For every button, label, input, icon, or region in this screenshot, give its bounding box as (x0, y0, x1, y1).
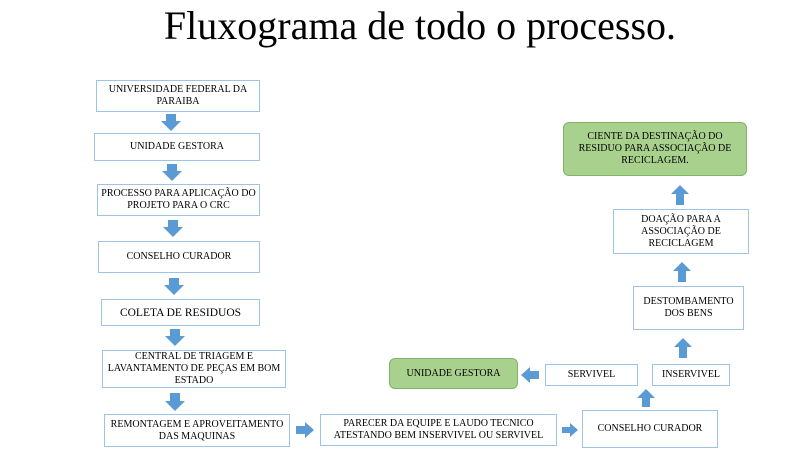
node-unidade-gestora-1-label: UNIDADE GESTORA (130, 141, 224, 152)
node-unidade-gestora-2: UNIDADE GESTORA (389, 358, 518, 389)
node-coleta-label: COLETA DE RESIDUOS (119, 306, 242, 319)
arrow-up-icon (637, 389, 655, 407)
arrow-down-icon (165, 329, 185, 346)
node-servivel: SERVIVEL (545, 364, 638, 386)
node-ciente: CIENTE DA DESTINAÇÃO DO RESIDUO PARA ASS… (563, 122, 747, 176)
arrow-down-icon (163, 220, 183, 237)
arrow-down-icon (165, 393, 185, 411)
arrow-down-icon (162, 164, 182, 181)
node-ciente-label: CIENTE DA DESTINAÇÃO DO RESIDUO PARA ASS… (578, 131, 732, 166)
node-unidade-gestora-2-label: UNIDADE GESTORA (406, 367, 501, 379)
node-conselho-curador-1: CONSELHO CURADOR (98, 241, 260, 273)
arrow-right-icon (296, 422, 314, 438)
arrow-down-icon (161, 114, 181, 131)
node-parecer: PARECER DA EQUIPE E LAUDO TECNICO ATESTA… (320, 414, 557, 446)
page-title: Fluxograma de todo o processo. (163, 3, 677, 48)
node-destombamento: DESTOMBAMENTO DOS BENS (633, 286, 744, 330)
arrow-up-icon (673, 262, 691, 282)
node-conselho-curador-2: CONSELHO CURADOR (582, 410, 718, 448)
node-universidade: UNIVERSIDADE FEDERAL DA PARAIBA (96, 80, 260, 112)
node-parecer-label: PARECER DA EQUIPE E LAUDO TECNICO ATESTA… (333, 418, 544, 441)
arrow-up-icon (674, 338, 692, 358)
node-doacao-label: DOAÇÃO PARA A ASSOCIAÇÃO DE RECICLAGEM (641, 213, 721, 249)
node-processo-label: PROCESSO PARA APLICAÇÃO DO PROJETO PARA … (101, 188, 256, 211)
node-remontagem-label: REMONTAGEM E APROVEITAMENTO DAS MAQUINAS (110, 418, 284, 442)
node-processo: PROCESSO PARA APLICAÇÃO DO PROJETO PARA … (97, 184, 260, 216)
node-inservivel: INSERVIVEL (652, 364, 730, 386)
node-unidade-gestora-1: UNIDADE GESTORA (94, 133, 260, 161)
node-inservivel-label: INSERVIVEL (661, 369, 721, 380)
node-conselho-curador-1-label: CONSELHO CURADOR (126, 251, 232, 262)
node-destombamento-label: DESTOMBAMENTO DOS BENS (643, 296, 734, 319)
arrow-up-icon (671, 185, 689, 205)
node-servivel-label: SERVIVEL (567, 369, 616, 380)
node-central-label: CENTRAL DE TRIAGEM E LAVANTAMENTO DE PEÇ… (107, 351, 281, 386)
node-coleta: COLETA DE RESIDUOS (101, 299, 260, 326)
node-remontagem: REMONTAGEM E APROVEITAMENTO DAS MAQUINAS (104, 414, 290, 447)
node-universidade-label: UNIVERSIDADE FEDERAL DA PARAIBA (108, 84, 248, 107)
arrow-down-icon (164, 278, 184, 295)
node-conselho-curador-2-label: CONSELHO CURADOR (597, 423, 703, 434)
arrow-right-icon (562, 423, 578, 437)
arrow-left-icon (521, 367, 539, 383)
node-central: CENTRAL DE TRIAGEM E LAVANTAMENTO DE PEÇ… (102, 350, 286, 388)
node-doacao: DOAÇÃO PARA A ASSOCIAÇÃO DE RECICLAGEM (613, 209, 749, 254)
